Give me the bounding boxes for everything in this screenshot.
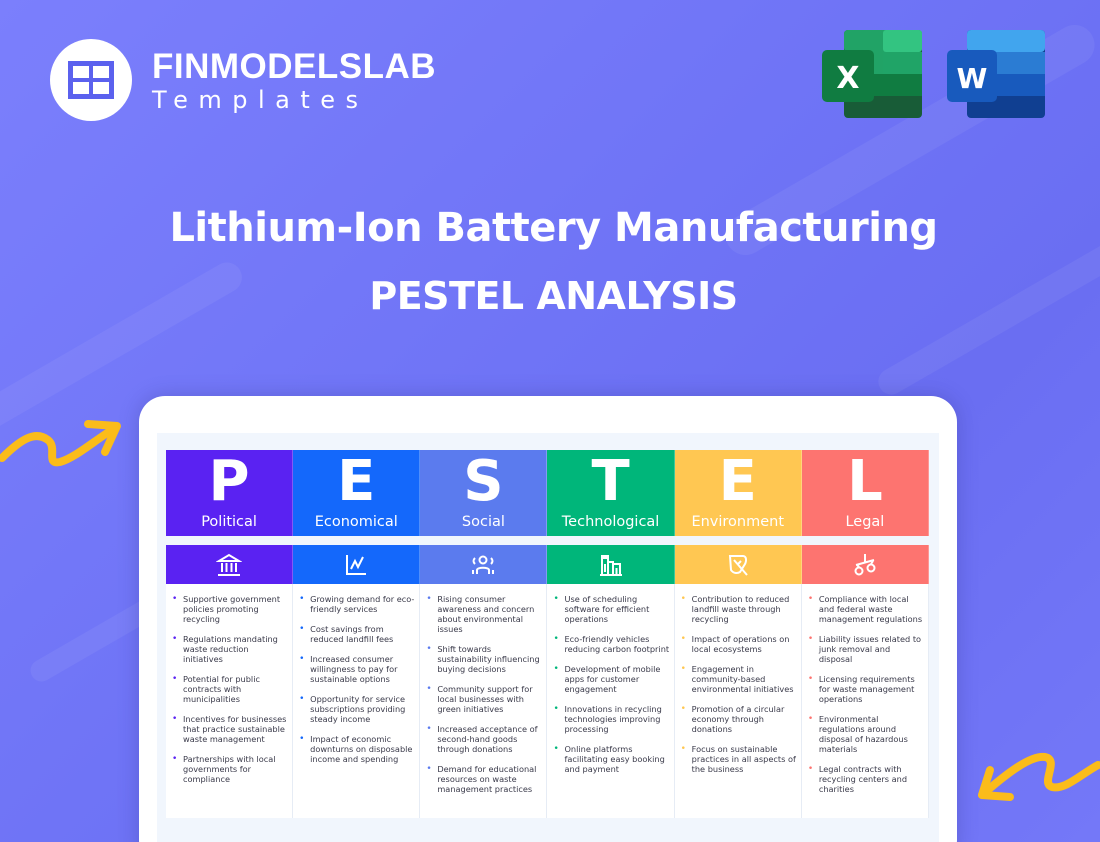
list-item: Increased acceptance of second-hand good… bbox=[426, 724, 542, 754]
list-item: Online platforms facilitating easy booki… bbox=[553, 744, 669, 774]
page-title: Lithium-Ion Battery Manufacturing bbox=[169, 205, 938, 251]
people-icon bbox=[472, 555, 495, 574]
pestel-header-legal: L Legal bbox=[801, 449, 929, 536]
list-item: Innovations in recycling technologies im… bbox=[553, 704, 669, 734]
brand-subtitle: Templates bbox=[152, 86, 369, 114]
pestel-label: Legal bbox=[845, 514, 885, 530]
page-subtitle: PESTEL ANALYSIS bbox=[369, 274, 738, 318]
list-item: Eco-friendly vehicles reducing carbon fo… bbox=[553, 634, 669, 654]
list-item: Environmental regulations around disposa… bbox=[808, 714, 924, 754]
brand-name: FINMODELSLAB bbox=[152, 47, 437, 86]
list-item: Legal contracts with recycling centers a… bbox=[808, 764, 924, 794]
list-item: Engagement in community-based environmen… bbox=[681, 664, 797, 694]
list-item: Increased consumer willingness to pay fo… bbox=[299, 654, 415, 684]
list-item: Growing demand for eco-friendly services bbox=[299, 594, 415, 614]
list-item: Development of mobile apps for customer … bbox=[553, 664, 669, 694]
svg-text:W: W bbox=[957, 62, 988, 95]
pestel-letter: P bbox=[208, 449, 250, 514]
list-item: Supportive government policies promoting… bbox=[172, 594, 288, 624]
pestel-letter: S bbox=[463, 449, 504, 514]
pestel-list-economical: Growing demand for eco-friendly services… bbox=[293, 584, 421, 818]
pestel-label: Technological bbox=[561, 514, 660, 530]
pestel-list-political: Supportive government policies promoting… bbox=[166, 584, 294, 818]
pestel-letter: E bbox=[337, 449, 376, 514]
list-item: Impact of operations on local ecosystems bbox=[681, 634, 797, 654]
pestel-letter: E bbox=[718, 449, 757, 514]
word-icon: W bbox=[947, 28, 1045, 120]
list-item: Contribution to reduced landfill waste t… bbox=[681, 594, 797, 624]
pestel-header-political: P Political bbox=[166, 449, 294, 536]
pestel-letter: L bbox=[847, 449, 883, 514]
pestel-icon-legal bbox=[801, 545, 929, 584]
pestel-icon-environment bbox=[674, 545, 802, 584]
svg-text:X: X bbox=[836, 61, 859, 96]
list-item: Liability issues related to junk removal… bbox=[808, 634, 924, 664]
pestel-label: Environment bbox=[691, 514, 785, 530]
list-item: Use of scheduling software for efficient… bbox=[553, 594, 669, 624]
list-item: Focus on sustainable practices in all as… bbox=[681, 744, 797, 774]
pestel-table: P Political E Economical S Social T Tech… bbox=[166, 450, 929, 818]
pestel-icon-social bbox=[420, 545, 548, 584]
squiggle-arrow-icon bbox=[978, 752, 1100, 801]
spacer bbox=[166, 536, 929, 545]
list-item: Cost savings from reduced landfill fees bbox=[299, 624, 415, 644]
pestel-label: Economical bbox=[314, 514, 398, 530]
list-item: Opportunity for service subscriptions pr… bbox=[299, 694, 415, 724]
pestel-list-environment: Contribution to reduced landfill waste t… bbox=[674, 584, 802, 818]
pestel-icon-economical bbox=[293, 545, 421, 584]
pestel-header-environment: E Environment bbox=[674, 449, 802, 536]
pestel-header-economical: E Economical bbox=[293, 449, 421, 536]
squiggle-arrow-icon bbox=[0, 420, 121, 467]
scales-icon bbox=[854, 553, 876, 575]
line-chart-icon bbox=[346, 554, 367, 575]
list-item: Shift towards sustainability influencing… bbox=[426, 644, 542, 674]
castle-tower-icon bbox=[599, 554, 622, 576]
pestel-list-legal: Compliance with local and federal waste … bbox=[801, 584, 929, 818]
list-item: Licensing requirements for waste managem… bbox=[808, 674, 924, 704]
pestel-letter: T bbox=[591, 449, 630, 514]
pestel-list-social: Rising consumer awareness and concern ab… bbox=[420, 584, 548, 818]
pestel-icon-technological bbox=[547, 545, 675, 584]
list-item: Rising consumer awareness and concern ab… bbox=[426, 594, 542, 634]
pestel-label: Social bbox=[461, 514, 505, 530]
brand-logo bbox=[50, 39, 132, 121]
list-item: Impact of economic downturns on disposab… bbox=[299, 734, 415, 764]
list-item: Promotion of a circular economy through … bbox=[681, 704, 797, 734]
bank-building-icon bbox=[216, 553, 243, 576]
pestel-list-technological: Use of scheduling software for efficient… bbox=[547, 584, 675, 818]
list-item: Demand for educational resources on wast… bbox=[426, 764, 542, 794]
excel-icon: X bbox=[822, 28, 922, 120]
pestel-label: Political bbox=[201, 514, 257, 530]
pestel-icon-political bbox=[166, 545, 294, 584]
leaf-icon bbox=[728, 554, 748, 576]
list-item: Regulations mandating waste reduction in… bbox=[172, 634, 288, 664]
list-item: Compliance with local and federal waste … bbox=[808, 594, 924, 624]
pestel-header-social: S Social bbox=[420, 449, 548, 536]
list-item: Incentives for businesses that practice … bbox=[172, 714, 288, 744]
pestel-header-technological: T Technological bbox=[547, 449, 675, 536]
list-item: Partnerships with local governments for … bbox=[172, 754, 288, 784]
list-item: Potential for public contracts with muni… bbox=[172, 674, 288, 704]
grid-table-icon bbox=[68, 61, 114, 99]
list-item: Community support for local businesses w… bbox=[426, 684, 542, 714]
